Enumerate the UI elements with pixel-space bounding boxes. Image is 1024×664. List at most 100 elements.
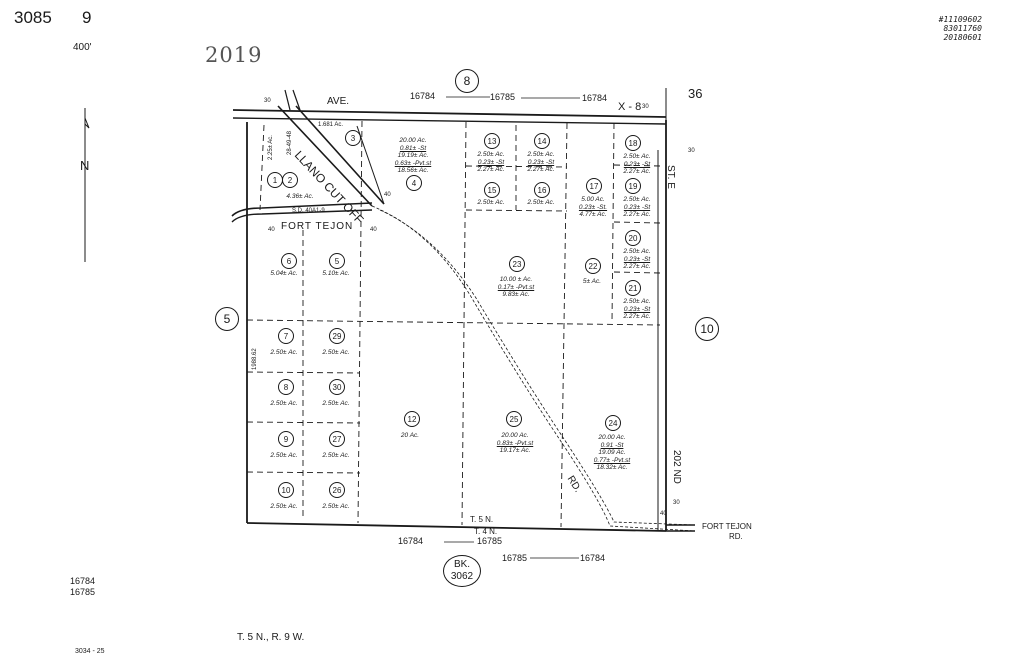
line-h-320 [246, 319, 661, 326]
parcel-5-acreage: 5.10± Ac. [322, 270, 350, 277]
parcel-18-number: 18 [625, 135, 641, 151]
parcel-26-acreage: 2.50± Ac. [322, 503, 350, 510]
year-stamp: 2019 [205, 43, 263, 67]
page-number: 9 [82, 8, 92, 27]
parcel-22-acreage: 5± Ac. [582, 278, 602, 285]
parcel-15-number: 15 [484, 182, 500, 198]
section-5: 5 [215, 307, 239, 331]
parcel-5-number: 5 [329, 253, 345, 269]
street-fort-tejon: FORT TEJON [281, 221, 354, 232]
line-h-422 [246, 421, 361, 424]
bottom-id-2: 16785 [477, 536, 503, 546]
llano-top-a [284, 89, 291, 111]
top-right-label: X - 8 [618, 101, 642, 113]
llano-top-b [292, 89, 301, 111]
line-h-20 [613, 221, 661, 224]
parcel-6-number: 6 [281, 253, 297, 269]
fort-tejon-rd-line2: RD. [729, 532, 743, 541]
line-v-466 [461, 121, 467, 526]
line-h-372 [246, 371, 361, 374]
parcel-16-acreage: 2.50± Ac. [527, 199, 555, 206]
township-line-4n: T. 4 N. [474, 527, 498, 536]
parcel-12-acreage: 20 Ac. [400, 432, 420, 439]
parcel-12-number: 12 [404, 411, 420, 427]
dim-30-tl: 30 [264, 98, 271, 104]
line-h-472 [246, 471, 361, 474]
street-fort-tejon-rd: FORT TEJON RD. [702, 522, 752, 542]
section-10: 10 [695, 317, 719, 341]
township-line-5n: T. 5 N. [470, 515, 494, 524]
line-h-21 [613, 271, 661, 274]
bk-label: BK. [453, 559, 471, 570]
parcel-17-number: 17 [586, 178, 602, 194]
parcel-6-acreage: 5.04± Ac. [270, 270, 298, 277]
parcel-24-number: 24 [605, 415, 621, 431]
parcel-3-number: 3 [345, 130, 361, 146]
parcel-16-number: 16 [534, 182, 550, 198]
parcel-10-number: 10 [278, 482, 294, 498]
top-id-2: 16785 [490, 92, 516, 102]
parcel-7-number: 7 [278, 328, 294, 344]
parcel-30-acreage: 2.50± Ac. [322, 400, 350, 407]
parcel-2-acreage: 4.36± Ac. [286, 193, 314, 200]
dim-40-b: 40 [370, 227, 377, 233]
parcel-10-acreage: 2.50± Ac. [270, 503, 298, 510]
parcel-21-number: 21 [625, 280, 641, 296]
parcel-8-number: 8 [278, 379, 294, 395]
street-202nd: 202 ND [671, 450, 682, 484]
parcel-4-number: 4 [406, 175, 422, 191]
parcel-8-acreage: 2.50± Ac. [270, 400, 298, 407]
parcel-13-number: 13 [484, 133, 500, 149]
section-corner-label: 36 [688, 86, 703, 101]
parcel-25-number: 25 [506, 411, 522, 427]
dim-30-tr: 30 [642, 104, 649, 110]
parcel-27-acreage: 2.50± Ac. [322, 452, 350, 459]
fort-tejon-road-lower [231, 209, 373, 223]
record-numbers: #11109602 83011760 20180601 [939, 15, 982, 42]
dim-llano-b: 1.681 Ac. [318, 122, 344, 128]
top-id-1: 16784 [410, 91, 436, 101]
line-v-264 [259, 124, 265, 211]
id-line: 16785 [70, 587, 96, 597]
book-number: 3085 [14, 8, 52, 27]
parcel-9-number: 9 [278, 431, 294, 447]
dim-llano-c: 28-49-48 [287, 130, 293, 155]
record-line: #11109602 [938, 15, 982, 24]
fort-tejon-rd-line1: FORT TEJON [702, 522, 752, 531]
parcel-29-acreage: 2.50± Ac. [322, 349, 350, 356]
parcel-27-number: 27 [329, 431, 345, 447]
parcel-29-number: 29 [329, 328, 345, 344]
parcel-26-number: 26 [329, 482, 345, 498]
street-ave: AVE. [327, 96, 350, 107]
bottom-id-3: 16785 [502, 553, 528, 563]
parcel-15-acreage: 2.50± Ac. [477, 199, 505, 206]
sheet-reference: 3034 - 25 [75, 648, 105, 655]
dim-1988: 1988.62 [252, 348, 258, 370]
dim-30-br: 30 [673, 500, 680, 506]
parcel-23-number: 23 [509, 256, 525, 272]
scale-label: 400' [73, 42, 92, 53]
parcel-17-acreage: 5.00 Ac.0.23± -St.4.77± Ac. [578, 196, 608, 218]
section-8: 8 [455, 69, 479, 93]
parcel-22-number: 22 [585, 258, 601, 274]
left-ids: 16784 16785 [70, 576, 95, 598]
parcel-14-number: 14 [534, 133, 550, 149]
dim-fort-tejon-road: S.D. 40A1-9 [292, 208, 325, 214]
bottom-id-1: 16784 [398, 536, 424, 546]
dim-40-br: 40 [660, 511, 667, 517]
ave-line-top [232, 109, 667, 118]
north-label: N [80, 158, 90, 173]
ave-line-bottom [232, 117, 667, 125]
line-v-567 [560, 122, 568, 528]
private-road-a [371, 205, 696, 532]
line-h-210 [465, 209, 568, 212]
parcel-30-number: 30 [329, 379, 345, 395]
dim-40-a: 40 [268, 227, 275, 233]
bk-reference: BK. 3062 [443, 555, 481, 587]
